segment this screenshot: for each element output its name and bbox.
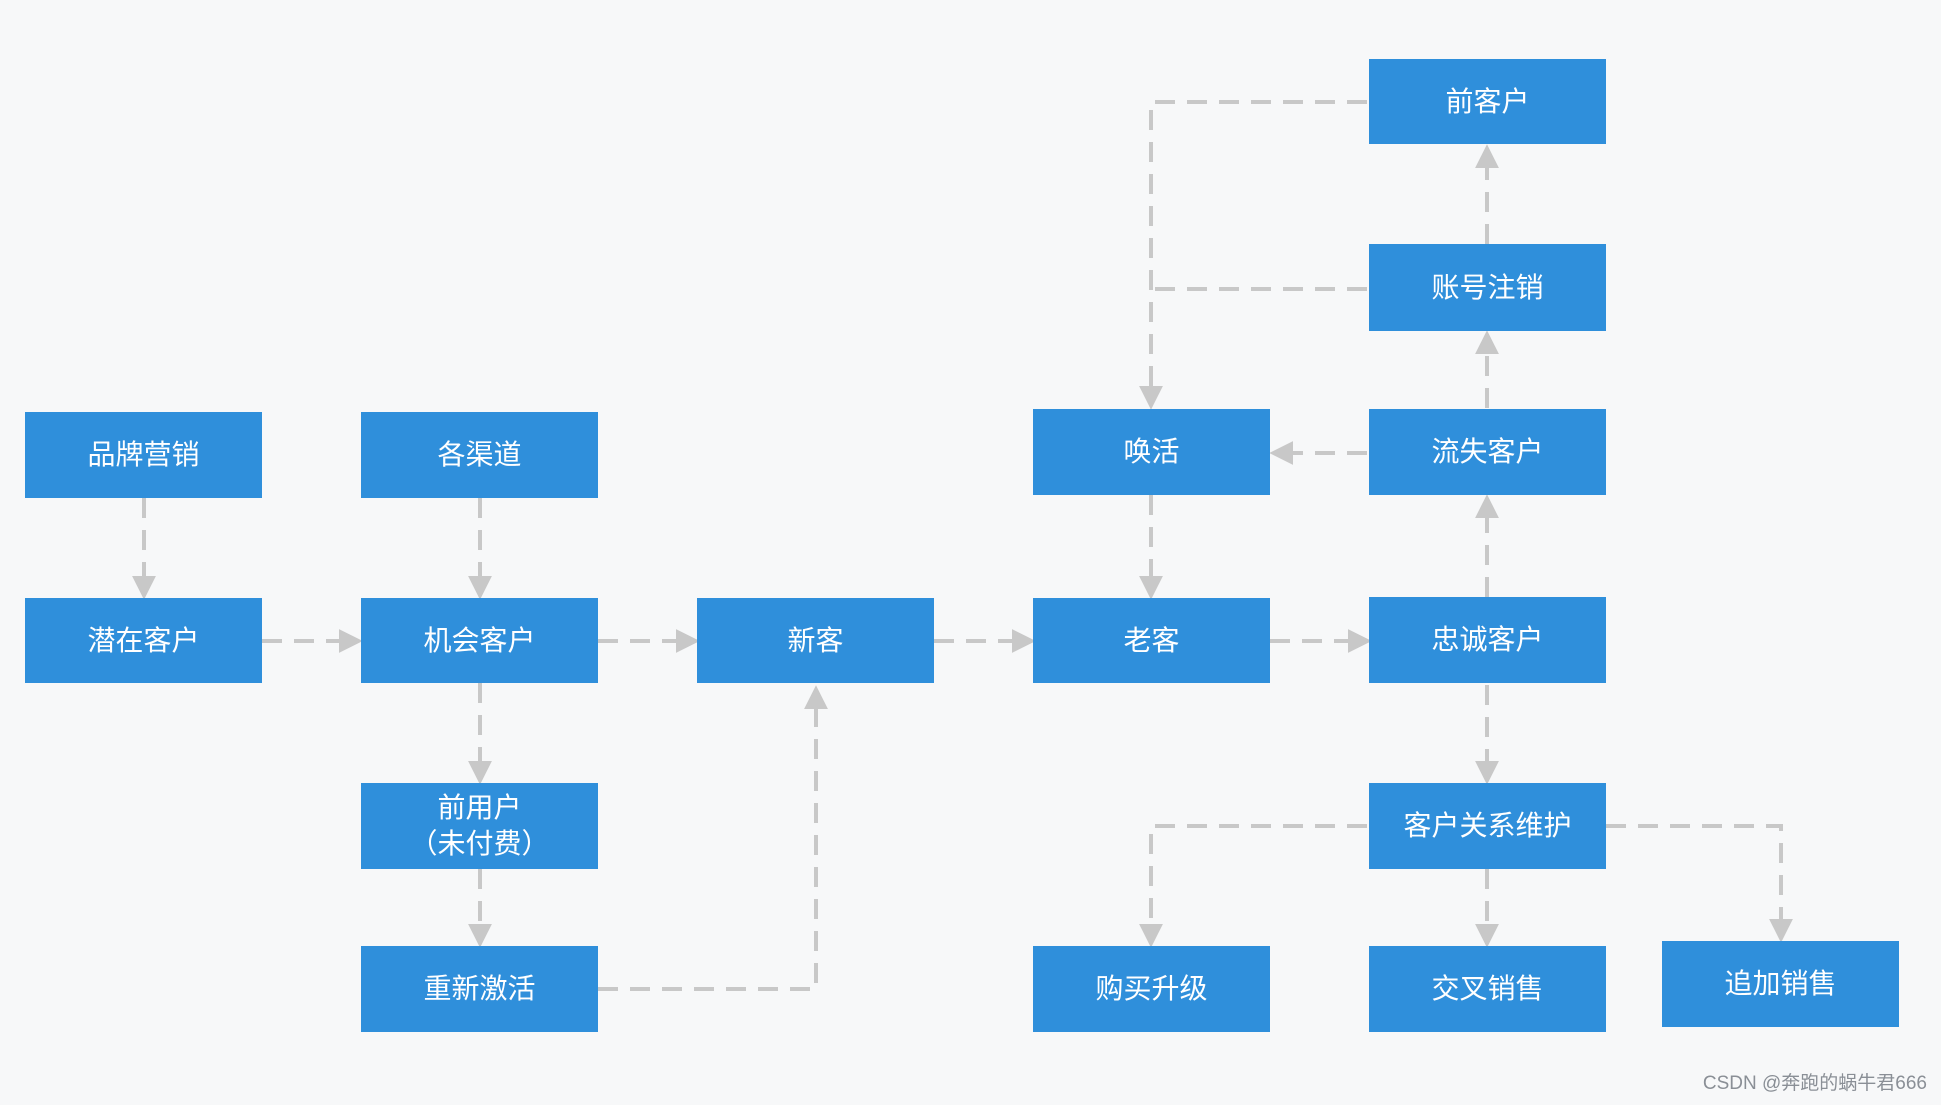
node-revive: 唤活 [1033,409,1270,495]
node-relationship-maintenance-label: 客户关系维护 [1403,809,1572,842]
node-relationship-maintenance: 客户关系维护 [1369,783,1606,869]
node-reactivate-label: 重新激活 [423,972,536,1005]
node-former-user-label-line1: 前用户 [437,791,522,824]
node-loyal-customer-label: 忠诚客户 [1431,623,1544,656]
edge-maintenance-to-upgrade [1139,824,1367,948]
edge-maintenance-to-upsell [1606,824,1793,943]
node-new-customer: 新客 [697,598,934,683]
node-former-user: 前用户 （未付费） [361,783,598,869]
node-revive-label: 唤活 [1123,435,1180,468]
node-lost-customer: 流失客户 [1369,409,1606,495]
node-account-cancel-label: 账号注销 [1431,270,1544,304]
node-old-customer: 老客 [1033,598,1270,683]
node-upsell-label: 追加销售 [1724,967,1837,1000]
node-old-customer-label: 老客 [1123,623,1180,657]
node-new-customer-label: 新客 [787,623,844,657]
edge-reactivate-to-new [598,685,828,991]
node-purchase-upgrade: 购买升级 [1033,946,1270,1032]
node-cross-sell-label: 交叉销售 [1431,972,1544,1005]
node-potential-customer-label: 潜在客户 [87,623,200,657]
node-loyal-customer: 忠诚客户 [1369,597,1606,683]
node-former-customer: 前客户 [1369,59,1606,144]
node-upsell: 追加销售 [1662,941,1899,1027]
node-channels: 各渠道 [361,412,598,498]
edge-former-customer-to-revive [1139,100,1367,410]
watermark: CSDN @奔跑的蜗牛君666 [1702,1073,1927,1094]
node-opportunity-customer: 机会客户 [361,598,598,683]
node-brand-marketing-label: 品牌营销 [87,438,200,471]
node-former-user-label-line2: （未付费） [409,827,550,860]
node-former-customer-label: 前客户 [1445,84,1530,118]
node-opportunity-customer-label: 机会客户 [423,623,536,657]
node-channels-label: 各渠道 [437,438,522,471]
node-lost-customer-label: 流失客户 [1431,435,1544,468]
node-account-cancel: 账号注销 [1369,244,1606,331]
node-cross-sell: 交叉销售 [1369,946,1606,1032]
node-brand-marketing: 品牌营销 [25,412,262,498]
node-potential-customer: 潜在客户 [25,598,262,683]
node-reactivate: 重新激活 [361,946,598,1032]
node-purchase-upgrade-label: 购买升级 [1095,972,1208,1005]
